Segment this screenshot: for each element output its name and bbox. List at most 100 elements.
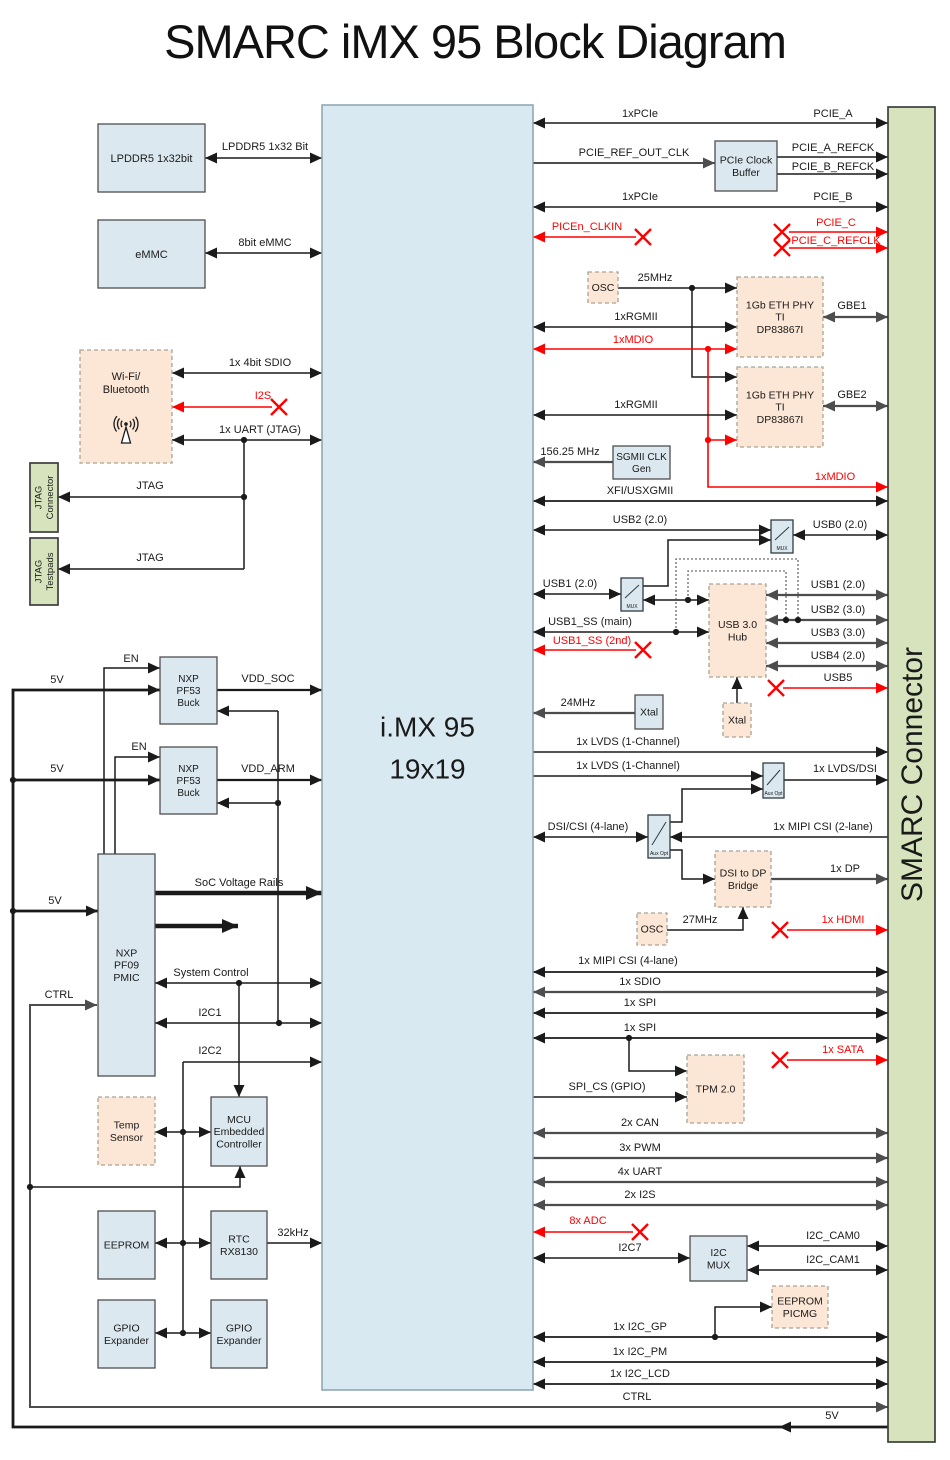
wire-label-2x-can: 2x CAN bbox=[621, 1117, 659, 1129]
junction-dot bbox=[179, 1329, 187, 1337]
junction-dot bbox=[240, 436, 248, 444]
dsi-to-dp-bridge-box bbox=[714, 850, 772, 908]
wire-label-vdd-arm: VDD_ARM bbox=[241, 763, 295, 775]
pf53-buck-2-box bbox=[159, 746, 218, 815]
pf53-buck-1-box bbox=[159, 656, 218, 725]
wire-label-pcie-c-refclk: PCIE_C_REFCLK bbox=[791, 235, 881, 247]
block-emmc: eMMC bbox=[97, 219, 206, 289]
junction-dot bbox=[240, 493, 248, 501]
block-jtag-connector: JTAGConnector bbox=[29, 462, 59, 533]
block-lpddr5: LPDDR5 1x32bit bbox=[97, 123, 206, 193]
wire-label-usb2-3-0: USB2 (3.0) bbox=[811, 604, 865, 616]
usb-mux-1-label: MUX bbox=[776, 546, 788, 552]
wire-label-1x-sata: 1x SATA bbox=[822, 1044, 864, 1056]
lpddr5-box bbox=[97, 123, 206, 193]
wire-label-27mhz: 27MHz bbox=[683, 914, 718, 926]
wire-label-pcie-a: PCIE_A bbox=[813, 108, 853, 120]
eth-phy-2-box bbox=[736, 366, 824, 448]
wire-label-1x-dp: 1x DP bbox=[830, 863, 860, 875]
junction-dot-red bbox=[704, 345, 712, 353]
wire-5v-trunk bbox=[11, 684, 779, 1429]
wire-label-2x-i2s: 2x I2S bbox=[624, 1189, 655, 1201]
smarc-connector-label: SMARC Connector bbox=[896, 647, 929, 902]
wire-label-1x-mipi-csi-2-lane: 1x MIPI CSI (2-lane) bbox=[773, 821, 873, 833]
wire-label-soc-voltage-rails: SoC Voltage Rails bbox=[195, 877, 284, 889]
wire-label-1x-spi: 1x SPI bbox=[624, 1022, 656, 1034]
osc-27mhz-box bbox=[636, 912, 668, 946]
osc-eth-box bbox=[587, 271, 619, 304]
nc-cross-icon bbox=[634, 228, 652, 246]
wire-label-usb3-3-0: USB3 (3.0) bbox=[811, 627, 865, 639]
mux-switch-glyph bbox=[766, 769, 781, 786]
wire-label-1xrgmii: 1xRGMII bbox=[614, 311, 657, 323]
wire-label-1x-sdio: 1x SDIO bbox=[619, 976, 661, 988]
junction-dot bbox=[711, 1333, 719, 1341]
wire-label-i2c1: I2C1 bbox=[198, 1007, 221, 1019]
wire-label-usb1-ss-2nd: USB1_SS (2nd) bbox=[553, 635, 631, 647]
gpio-expander-1-box bbox=[97, 1299, 156, 1369]
wire-label-pcie-c: PCIE_C bbox=[816, 217, 856, 229]
tpm-20-label: TPM 2.0 bbox=[696, 1084, 736, 1096]
wire-label-gbe1: GBE1 bbox=[837, 300, 866, 312]
wire-label-1x-lvds-1-channel: 1x LVDS (1-Channel) bbox=[576, 736, 680, 748]
junction-dot bbox=[9, 907, 17, 915]
gpio-expander-2-box bbox=[210, 1299, 268, 1369]
wire-label-jtag: JTAG bbox=[136, 552, 163, 564]
block-aux-opt-1: Aux Opt bbox=[762, 762, 785, 799]
eeprom-picmg-box bbox=[771, 1285, 829, 1329]
wire-label-i2c-cam1: I2C_CAM1 bbox=[806, 1254, 860, 1266]
wire-label-8bit-emmc: 8bit eMMC bbox=[238, 237, 291, 249]
wire-label-5v: 5V bbox=[48, 895, 62, 907]
block-usb-mux-2: MUX bbox=[620, 577, 644, 612]
junction-dot bbox=[782, 616, 790, 624]
wire-label-1xpcie: 1xPCIe bbox=[622, 191, 658, 203]
wire-label-1x-mipi-csi-4-lane: 1x MIPI CSI (4-lane) bbox=[578, 955, 678, 967]
junction-dot bbox=[684, 596, 692, 604]
temp-sensor-box bbox=[97, 1096, 156, 1166]
wire-label-vdd-soc: VDD_SOC bbox=[241, 673, 294, 685]
smarc-connector-box bbox=[887, 106, 936, 1443]
block-jtag-testpads: JTAGTestpads bbox=[29, 537, 59, 606]
nc-cross-icon bbox=[773, 239, 791, 257]
wire-label-25mhz: 25MHz bbox=[638, 272, 673, 284]
wire-label-jtag: JTAG bbox=[136, 480, 163, 492]
aux-opt-1-label: Aux Opt bbox=[764, 791, 783, 797]
block-tpm-20: TPM 2.0 bbox=[686, 1054, 745, 1124]
wire-label-156-25-mhz: 156.25 MHz bbox=[540, 446, 599, 458]
wire-en-buck1 bbox=[103, 662, 160, 854]
nc-cross-icon bbox=[634, 641, 652, 659]
eeprom-box bbox=[97, 1210, 156, 1280]
wire-ss-dotted-2 bbox=[687, 570, 787, 620]
junction-dot bbox=[275, 1019, 283, 1027]
junction-dot-red bbox=[704, 436, 712, 444]
jtag-connector-box bbox=[29, 462, 59, 533]
wire-label-pcie-a-refck: PCIE_A_REFCK bbox=[792, 142, 875, 154]
wire-label-3x-pwm: 3x PWM bbox=[619, 1142, 661, 1154]
wire-ctrl-to-mcu bbox=[30, 1166, 246, 1188]
imx95-box bbox=[321, 104, 534, 1391]
junction-dot bbox=[26, 1183, 34, 1191]
wire-label-pcie-b: PCIE_B bbox=[813, 191, 852, 203]
wire-label-32khz: 32kHz bbox=[277, 1227, 308, 1239]
wire-label-ctrl: CTRL bbox=[45, 989, 74, 1001]
wire-osc-27mhz-line bbox=[667, 907, 749, 931]
wire-label-spi-cs-gpio: SPI_CS (GPIO) bbox=[568, 1081, 645, 1093]
page-title: SMARC iMX 95 Block Diagram bbox=[164, 15, 787, 68]
wire-label-5v: 5V bbox=[50, 674, 64, 686]
